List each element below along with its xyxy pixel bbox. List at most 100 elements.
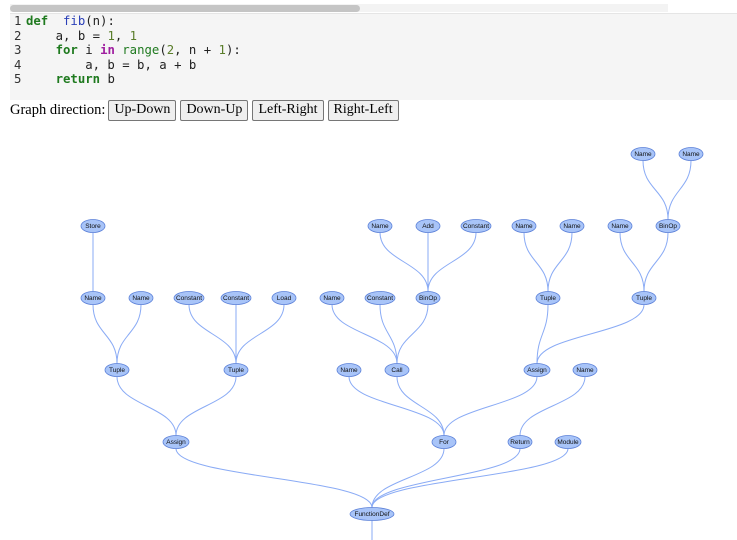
graph-node-name[interactable]: Name: [572, 363, 598, 377]
graph-node-constant[interactable]: Constant: [220, 291, 252, 305]
graph-node-name[interactable]: Name: [559, 219, 585, 233]
graph-node-tuple[interactable]: Tuple: [223, 363, 249, 377]
node-ellipse: [319, 291, 345, 305]
graph-node-name[interactable]: Name: [128, 291, 154, 305]
graph-node-return[interactable]: Return: [507, 435, 533, 449]
code-line: 4 a, b = b, a + b: [14, 58, 196, 72]
code-editor[interactable]: [10, 13, 737, 100]
graph-node-constant[interactable]: Constant: [460, 219, 492, 233]
code-token: def: [26, 14, 49, 28]
node-ellipse: [678, 147, 704, 161]
line-number: 1: [14, 14, 22, 28]
code-token: 1: [107, 28, 115, 43]
node-label: Name: [563, 223, 581, 230]
graph-node-name[interactable]: Name: [607, 219, 633, 233]
graph-edge: [547, 232, 573, 292]
code-token: a, b = b, a + b: [26, 57, 197, 72]
graph-node-binop[interactable]: BinOp: [655, 219, 681, 233]
graph-node-name[interactable]: Name: [80, 291, 106, 305]
code-token: 1: [218, 43, 226, 58]
node-label: Name: [576, 367, 594, 374]
node-ellipse: [415, 291, 441, 305]
node-label: Call: [391, 367, 403, 374]
node-ellipse: [554, 435, 582, 449]
node-label: Name: [515, 223, 533, 230]
graph-node-constant[interactable]: Constant: [364, 291, 396, 305]
node-ellipse: [511, 219, 537, 233]
code-token: (n):: [85, 14, 115, 28]
graph-edge: [371, 448, 521, 508]
graph-node-tuple[interactable]: Tuple: [631, 291, 657, 305]
node-label: Name: [634, 151, 652, 158]
left-right-button[interactable]: Left-Right: [252, 99, 324, 121]
graph-edge: [348, 376, 445, 436]
up-down-button[interactable]: Up-Down: [108, 99, 177, 121]
code-token: b: [100, 72, 115, 87]
node-label: Name: [323, 295, 341, 302]
graph-node-functiondef[interactable]: FunctionDef: [349, 507, 395, 521]
node-label: Tuple: [540, 295, 556, 302]
code-token: ):: [225, 43, 241, 58]
node-label: Name: [611, 223, 629, 230]
graph-node-call[interactable]: Call: [384, 363, 410, 377]
node-label: Load: [277, 295, 292, 302]
node-ellipse: [349, 507, 395, 521]
line-number: 4: [14, 57, 22, 72]
graph-node-module[interactable]: Module: [554, 435, 582, 449]
code-token: for: [55, 43, 78, 58]
node-ellipse: [415, 219, 441, 233]
code-token: [26, 72, 56, 86]
graph-node-name[interactable]: Name: [511, 219, 537, 233]
graph-edge: [443, 376, 538, 436]
node-label: Add: [422, 223, 434, 230]
code-token: range: [122, 43, 160, 58]
graph-node-assign[interactable]: Assign: [162, 435, 190, 449]
graph-node-tuple[interactable]: Tuple: [104, 363, 130, 377]
graph-node-tuple[interactable]: Tuple: [535, 291, 561, 305]
node-ellipse: [631, 291, 657, 305]
line-number: 3: [14, 43, 22, 58]
graph-node-for[interactable]: For: [431, 435, 457, 449]
graph-node-name[interactable]: Name: [336, 363, 362, 377]
right-left-button[interactable]: Right-Left: [327, 99, 399, 121]
code-token: , n +: [174, 43, 219, 58]
graph-edge: [427, 232, 477, 292]
graph-edge: [642, 160, 669, 220]
node-ellipse: [535, 291, 561, 305]
down-up-button[interactable]: Down-Up: [180, 99, 249, 121]
scrollbar-thumb[interactable]: [10, 5, 360, 12]
graph-node-name[interactable]: Name: [678, 147, 704, 161]
node-ellipse: [336, 363, 362, 377]
graph-edge: [371, 448, 569, 508]
node-label: Name: [132, 295, 150, 302]
node-label: Name: [682, 151, 700, 158]
node-label: Name: [340, 367, 358, 374]
graph-node-add[interactable]: Add: [415, 219, 441, 233]
graph-edge: [371, 448, 445, 508]
graph-edge: [175, 376, 237, 436]
graph-node-name[interactable]: Name: [630, 147, 656, 161]
node-ellipse: [162, 435, 190, 449]
node-label: Assign: [527, 367, 547, 374]
graph-node-assign[interactable]: Assign: [523, 363, 551, 377]
graph-node-name[interactable]: Name: [319, 291, 345, 305]
code-line: 5 return b: [14, 72, 115, 86]
graph-node-name[interactable]: Name: [367, 219, 393, 233]
graph-node-load[interactable]: Load: [271, 291, 297, 305]
graph-edge: [536, 304, 549, 364]
graph-node-store[interactable]: Store: [80, 219, 106, 233]
graph-edge: [667, 160, 692, 220]
node-ellipse: [431, 435, 457, 449]
node-label: Assign: [166, 439, 186, 446]
node-ellipse: [80, 219, 106, 233]
graph-node-binop[interactable]: BinOp: [415, 291, 441, 305]
code-token: a, b =: [26, 28, 108, 43]
graph-edge: [235, 304, 285, 364]
code-line: 3 for i in range(2, n + 1):: [14, 43, 241, 57]
node-ellipse: [572, 363, 598, 377]
node-label: Constant: [367, 295, 393, 302]
code-token: [26, 43, 56, 57]
graph-edge: [519, 376, 586, 436]
code-line: 2 a, b = 1, 1: [14, 29, 137, 43]
graph-node-constant[interactable]: Constant: [173, 291, 205, 305]
